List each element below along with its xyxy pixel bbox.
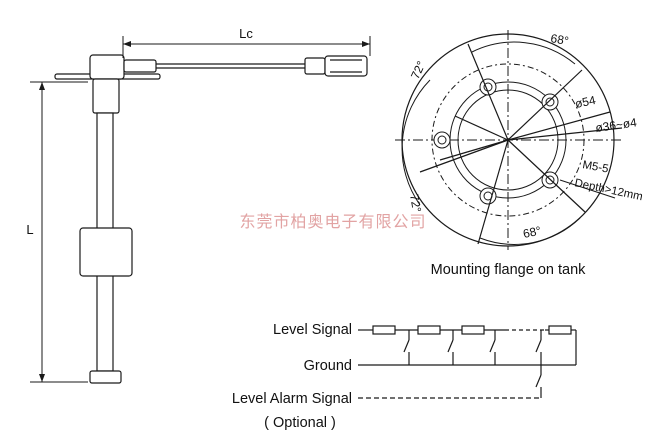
hole-diameter-label: ø36~ø4: [594, 115, 638, 135]
total-length-label: L: [26, 222, 33, 237]
angle-top-left-label: 72°: [408, 59, 428, 82]
mounting-flange: [395, 30, 623, 250]
sensor-neck: [92, 78, 120, 114]
cable-length-dimension: [122, 36, 371, 58]
bolt-holes: [433, 78, 559, 205]
cable-length-label: Lc: [239, 26, 253, 41]
resistor-3: [461, 325, 485, 335]
level-sensor: [54, 54, 368, 384]
company-watermark: 东莞市柏奥电子有限公司: [239, 212, 426, 231]
angle-bottom-left-label: 72°: [407, 193, 424, 213]
thread-label: M5-5: [581, 159, 609, 175]
angle-bottom-label: 68°: [522, 223, 543, 241]
level-signal-label: Level Signal: [273, 322, 352, 338]
flange-caption: Mounting flange on tank: [431, 262, 587, 278]
sensor-connector: [304, 57, 326, 75]
angle-top-right-label: 68°: [549, 31, 570, 48]
total-length-dimension: [30, 81, 88, 383]
resistor-1: [372, 325, 396, 335]
depth-label: Depth>12mm: [573, 177, 643, 203]
sensor-end-stop: [89, 370, 122, 384]
wiring-diagram: [358, 325, 577, 399]
ground-label: Ground: [304, 358, 352, 374]
bolt-circle-diameter-label: ø54: [574, 93, 597, 111]
sensor-head: [89, 54, 125, 80]
angle-rays: [419, 43, 623, 245]
resistor-2: [417, 325, 441, 335]
resistor-4: [548, 325, 572, 335]
optional-label: ( Optional ): [264, 415, 336, 431]
sensor-float: [79, 227, 133, 277]
level-alarm-label: Level Alarm Signal: [232, 391, 352, 407]
reed-switches: [403, 330, 542, 365]
sensor-cable-gland: [123, 59, 157, 73]
